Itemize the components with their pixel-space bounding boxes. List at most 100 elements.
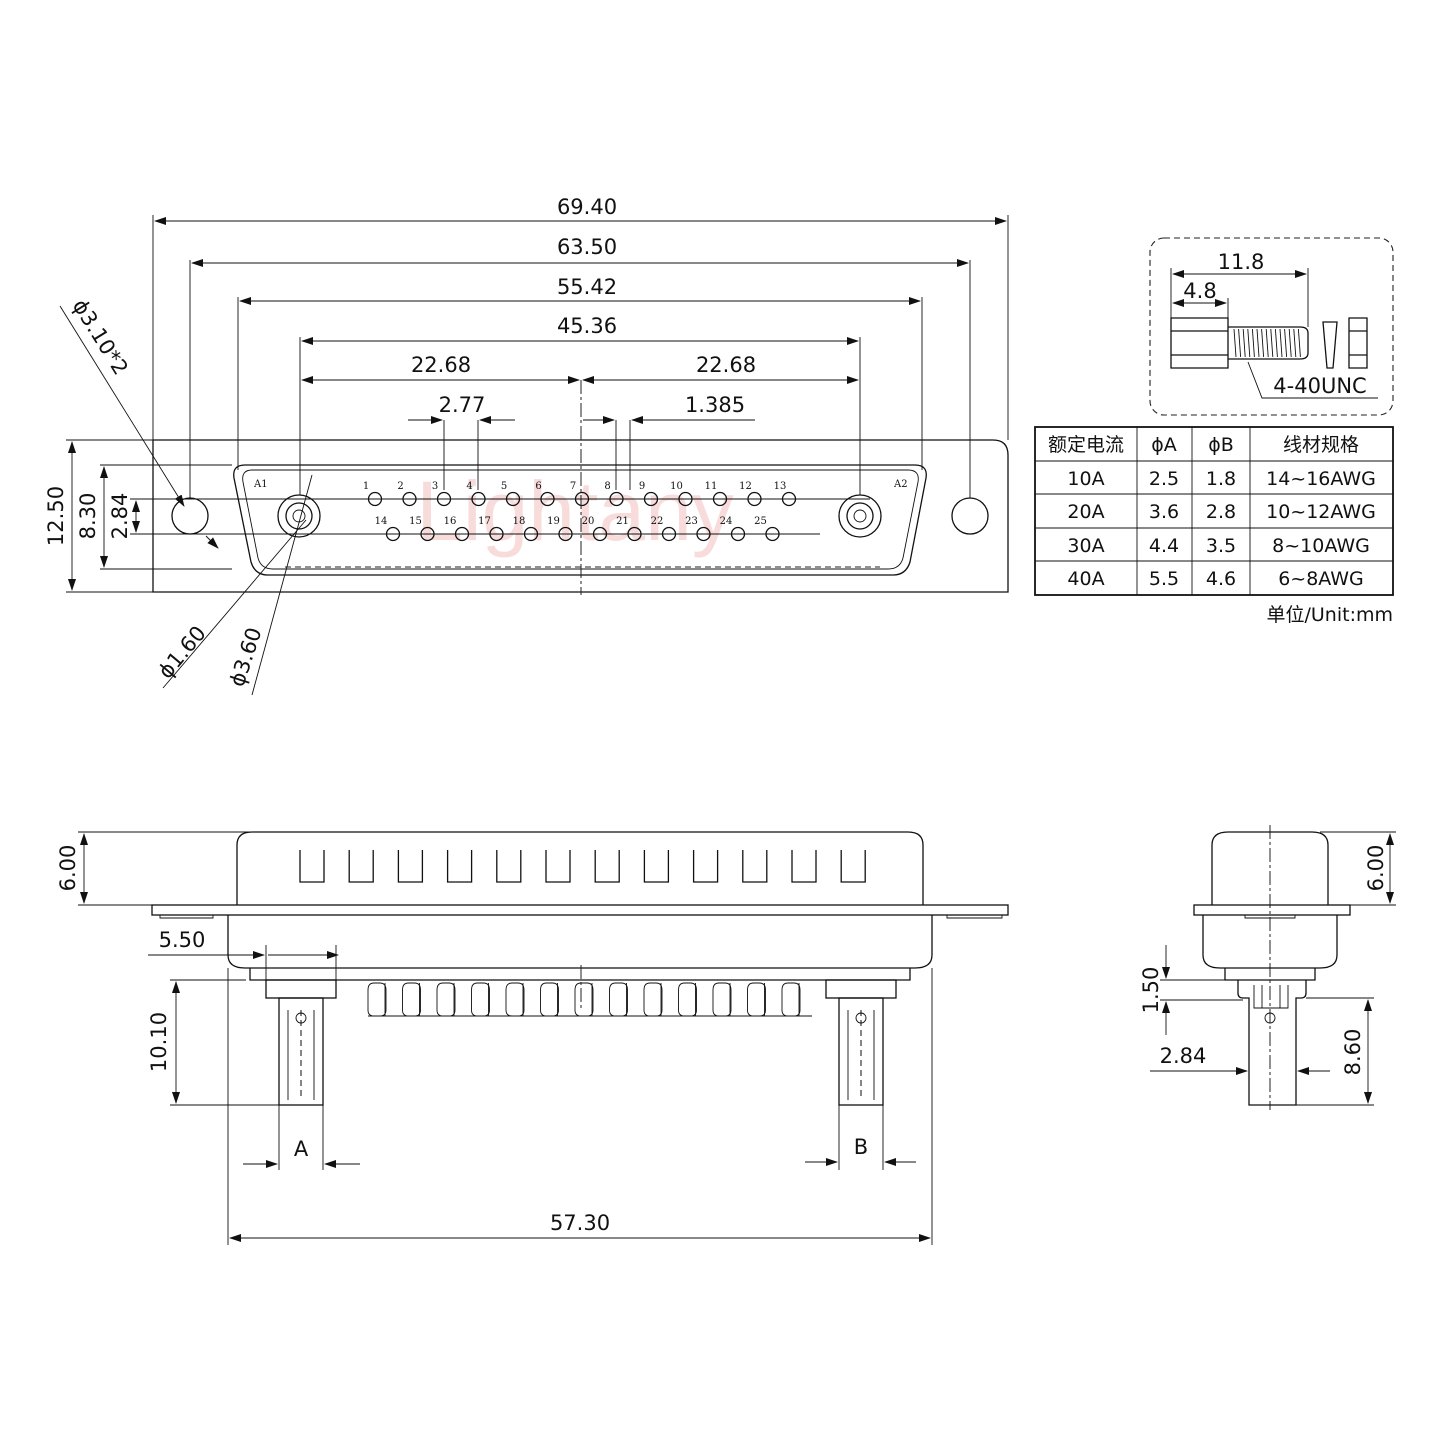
table-cell: 5.5 xyxy=(1149,568,1179,590)
table-cell: 30A xyxy=(1067,535,1104,557)
dim-row-pitch: 2.84 xyxy=(108,493,132,540)
table-frame xyxy=(1034,426,1394,596)
shell-slot xyxy=(594,850,620,883)
pin-number: 5 xyxy=(501,481,507,492)
extension-lines-pitch xyxy=(443,420,631,490)
pin-number: 7 xyxy=(570,481,576,492)
thread-line xyxy=(1261,328,1265,358)
shell-slot xyxy=(692,850,719,883)
thread-leader xyxy=(1247,361,1378,399)
signal-tail xyxy=(712,982,732,1017)
signal-tail xyxy=(643,982,663,1017)
thread-line xyxy=(1279,328,1283,358)
side-ext-57-30 xyxy=(227,968,933,1245)
signal-tail xyxy=(505,982,525,1017)
screw-length: 11.8 xyxy=(1218,250,1265,274)
dim-shell-width: 55.42 xyxy=(557,275,617,299)
contact-b-label: B xyxy=(854,1135,868,1159)
pin-number: 11 xyxy=(705,481,718,492)
table-cell: 3.6 xyxy=(1149,501,1179,523)
table-cell: 2.8 xyxy=(1206,501,1236,523)
side-ext-ab xyxy=(278,1105,884,1170)
dim-height: 12.50 xyxy=(44,486,68,546)
shell-slot xyxy=(791,850,817,883)
signal-tail xyxy=(781,982,801,1017)
end-flange-tab xyxy=(1244,915,1296,919)
signal-tail xyxy=(402,982,421,1017)
mount-hole-left xyxy=(171,497,209,535)
table-cell: 2.5 xyxy=(1149,468,1179,490)
table-cell: 3.5 xyxy=(1206,535,1236,557)
thread-line xyxy=(1233,328,1237,358)
end-shell-height: 6.00 xyxy=(1364,845,1388,892)
dim-mount-hole-pitch: 63.50 xyxy=(557,235,617,259)
pin-number: 19 xyxy=(547,516,560,527)
pin-number: 13 xyxy=(774,481,787,492)
dim-signal-offset: 1.385 xyxy=(685,393,745,417)
shell-slot xyxy=(545,850,571,883)
thread-lines xyxy=(1233,328,1301,358)
pin-number: 2 xyxy=(397,481,403,492)
end-ext-1-50 xyxy=(1160,979,1243,1001)
shell-slot xyxy=(348,850,374,883)
signal-tail xyxy=(471,982,490,1017)
signal-tail xyxy=(747,982,766,1017)
screw-detail: 11.8 4.8 4-40UNC xyxy=(1149,237,1394,416)
lock-washer xyxy=(1322,321,1338,369)
mount-hole-right xyxy=(951,497,989,535)
screw-hex-length: 4.8 xyxy=(1183,279,1216,303)
pin-number: 15 xyxy=(409,516,422,527)
pin-number: 21 xyxy=(616,516,629,527)
table-cell: 8~10AWG xyxy=(1272,535,1370,557)
side-shell-top xyxy=(236,831,924,905)
dim-power-pin-dia: ϕ3.60 xyxy=(225,624,267,689)
side-power-contact-a xyxy=(265,979,337,1106)
pin-number: 14 xyxy=(375,516,388,527)
side-ext-10-10 xyxy=(170,979,279,1106)
screw-detail-frame xyxy=(1149,237,1394,416)
shell-slot xyxy=(742,850,768,883)
extension-lines-left xyxy=(66,439,232,593)
table-header-current: 额定电流 xyxy=(1048,434,1124,456)
table-header-dia-b: ϕB xyxy=(1208,434,1234,456)
hex-standoff xyxy=(1170,317,1229,369)
thread-body xyxy=(1228,326,1309,360)
pin-number: 9 xyxy=(639,481,645,492)
side-contact-offset: 5.50 xyxy=(159,928,206,952)
dim-shell-height: 8.30 xyxy=(76,493,100,540)
table-header-dia-a: ϕA xyxy=(1151,434,1177,456)
small-nut xyxy=(1348,317,1368,369)
dim-half-right: 22.68 xyxy=(696,353,756,377)
thread-line xyxy=(1297,328,1301,358)
leader-signal-dia xyxy=(162,519,307,689)
end-flange xyxy=(1193,904,1351,916)
side-flange xyxy=(151,904,1009,916)
shell-slot xyxy=(496,850,522,883)
pin-number: 23 xyxy=(685,516,698,527)
dim-signal-pin-dia: ϕ1.60 xyxy=(153,621,210,683)
power-label-a1: A1 xyxy=(253,479,268,490)
thread-line xyxy=(1284,328,1288,358)
end-tail-hole xyxy=(1264,1012,1276,1024)
end-shell-top xyxy=(1211,831,1329,905)
flange-outline xyxy=(152,439,1009,593)
table-grid xyxy=(1035,427,1393,595)
side-view: 6.00 5.50 10.10 A B 57.30 xyxy=(56,831,1009,1245)
leader-mount-hole-arrow xyxy=(205,535,219,549)
table-cell: 4.4 xyxy=(1149,535,1179,557)
end-view: 6.00 1.50 8.60 2.84 xyxy=(1139,825,1396,1110)
thread-line xyxy=(1288,328,1292,358)
screw-thread: 4-40UNC xyxy=(1273,374,1366,398)
end-tail-hook-left xyxy=(1237,980,1307,1106)
dim-mount-hole-dia: ϕ3.10*2 xyxy=(68,295,133,379)
power-contact-a1 xyxy=(277,494,321,538)
d-shell-inner xyxy=(242,469,919,570)
pin-number: 12 xyxy=(739,481,752,492)
thread-line xyxy=(1247,328,1251,358)
end-shell-bottom xyxy=(1202,915,1338,969)
thread-line xyxy=(1251,328,1255,358)
shell-slot xyxy=(643,850,670,883)
shell-slot xyxy=(446,850,473,883)
thread-line xyxy=(1293,328,1297,358)
